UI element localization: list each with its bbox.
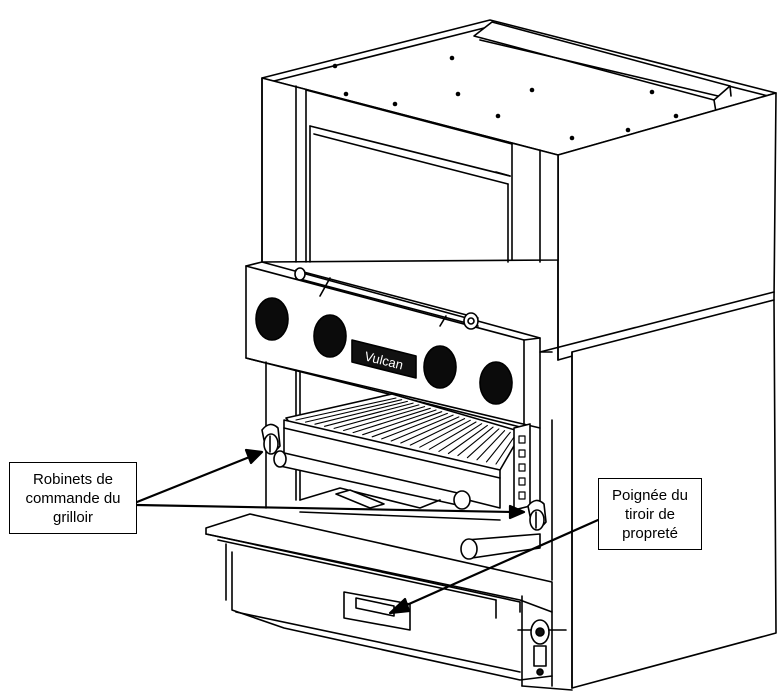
knob-hole-3 (423, 345, 457, 389)
grate-bar (428, 421, 477, 450)
grate-bar (333, 404, 420, 429)
leader-arrows (135, 448, 600, 615)
grate-bar (485, 431, 511, 463)
grate-bar (324, 402, 414, 427)
knob-hole-4 (479, 361, 513, 405)
grate-bar (343, 406, 426, 432)
grate-bar (447, 424, 488, 455)
grate-bar (371, 411, 443, 438)
grate-bar (362, 409, 437, 436)
grate-bar (352, 407, 431, 434)
cabinet-side-panel (539, 92, 777, 689)
callout-broiler-control-valves-text: Robinets de commande du grilloir (25, 470, 121, 526)
gas-fitting (517, 595, 573, 691)
grate-bar (476, 430, 506, 461)
control-knob-right (527, 499, 547, 531)
cabinet-top (261, 19, 777, 156)
grate-carriage (273, 419, 531, 521)
grate-bar (419, 419, 471, 448)
control-knob-left (261, 423, 281, 455)
grate-bar (295, 397, 397, 421)
callout-cleaning-drawer-handle: Poignée du tiroir de propreté (598, 478, 702, 550)
grate-bar (314, 400, 408, 425)
grate-bar (400, 416, 460, 444)
clean-drawer-handle (460, 533, 541, 560)
grate-bar (381, 412, 448, 440)
callout-broiler-control-valves: Robinets de commande du grilloir (9, 462, 137, 534)
cabinet-front-upper (261, 77, 559, 263)
knob-hole-1 (255, 297, 289, 341)
cabinet-lower-body (231, 551, 573, 691)
grate-bar (466, 428, 500, 459)
broiler-grate (285, 393, 523, 471)
knob-hole-2 (313, 314, 347, 358)
grate-bar (438, 423, 483, 452)
grate-bar (457, 426, 494, 457)
brand-plate: Vulcan (351, 339, 417, 379)
grate-bar (495, 433, 517, 465)
control-panel: Vulcan (245, 261, 541, 429)
grate-bar (390, 414, 454, 442)
callout-cleaning-drawer-handle-text: Poignée du tiroir de propreté (612, 486, 688, 542)
grate-bar (409, 418, 466, 446)
grate-bar (304, 399, 403, 423)
